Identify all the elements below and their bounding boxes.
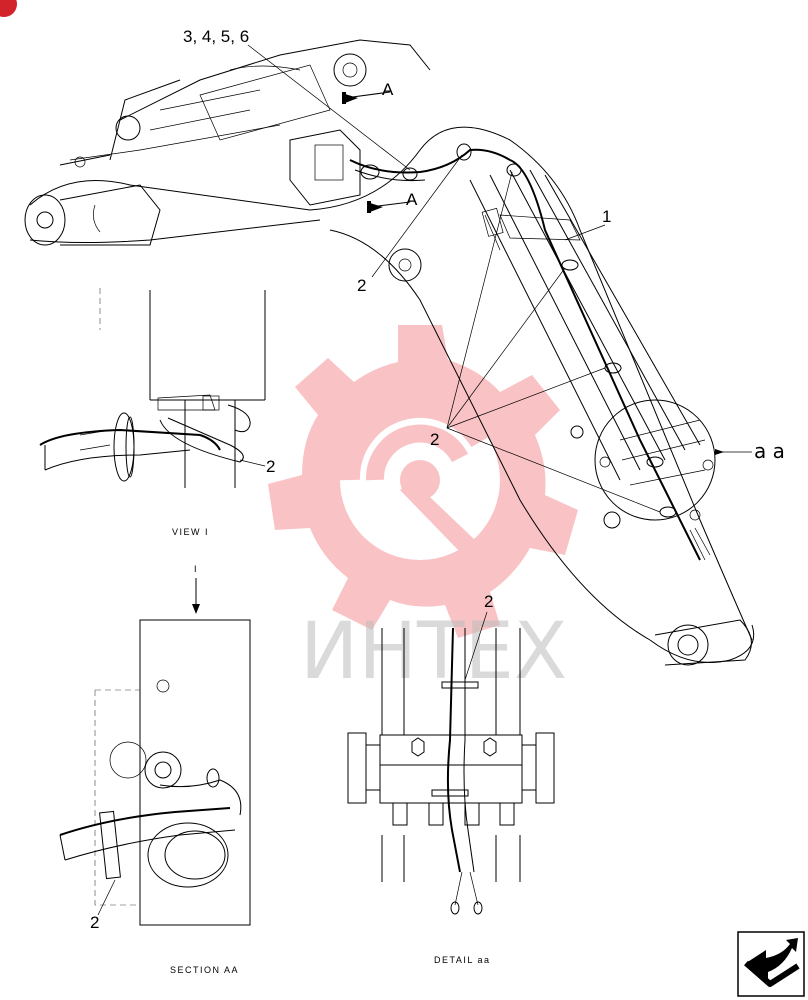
callout-3456: 3, 4, 5, 6 — [183, 27, 249, 46]
boom-assembly — [24, 39, 755, 666]
view-marker: I — [194, 564, 198, 574]
section-aa: I — [59, 564, 251, 926]
callout-2-boom-mid: 2 — [430, 430, 439, 449]
corner-badge — [0, 0, 17, 17]
callout-2-view: 2 — [266, 457, 275, 476]
view-i — [39, 288, 266, 488]
detail-caption: DETAIL aa — [434, 955, 491, 965]
watermark-text: ИНТЕХ — [300, 607, 567, 697]
detail-callout-aa: a a — [754, 439, 785, 463]
callout-1: 1 — [602, 207, 611, 226]
view-caption: VIEW I — [172, 527, 209, 537]
section-arrow-top: A — [342, 80, 394, 104]
watermark-logo — [268, 325, 578, 638]
callout-2-section: 2 — [90, 913, 99, 932]
callout-2-detail: 2 — [484, 592, 493, 611]
section-arrow-bottom: A — [367, 190, 418, 213]
harness-cable — [349, 143, 711, 561]
leaders-main — [247, 44, 752, 513]
next-page-icon[interactable] — [737, 931, 805, 997]
callout-2-boom-left: 2 — [357, 276, 366, 295]
detail-aa — [347, 611, 555, 915]
section-marker-bottom: A — [406, 190, 418, 209]
section-marker-top: A — [382, 80, 394, 99]
section-caption: SECTION AA — [170, 965, 239, 975]
